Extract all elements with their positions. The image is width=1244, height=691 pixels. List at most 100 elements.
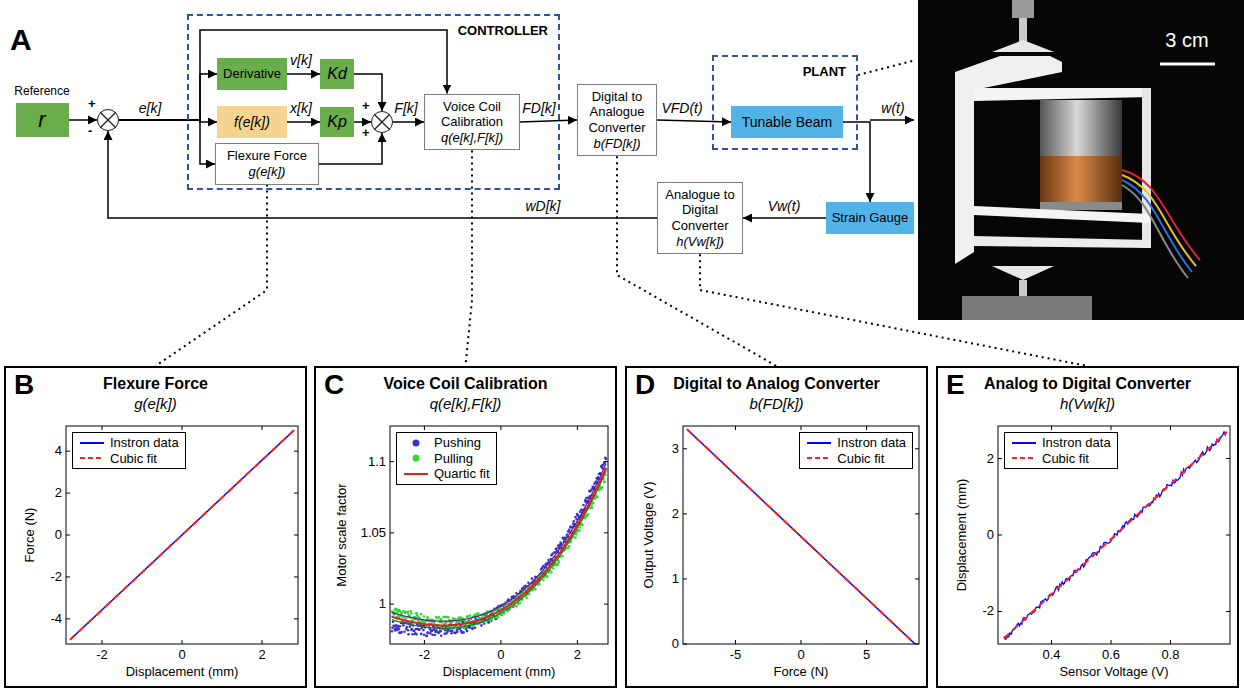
legend-label: Instron data bbox=[1042, 435, 1111, 451]
signal-label: w(t) bbox=[881, 100, 904, 117]
legend-label: Pulling bbox=[434, 451, 473, 467]
plant-block: Tunable Beam bbox=[731, 106, 843, 138]
gain-block: Kp bbox=[320, 107, 354, 137]
panel-formula: q(e[k],F[k]) bbox=[316, 395, 615, 413]
tick-label: -4 bbox=[50, 611, 62, 627]
chart-panel: DDigital to Analog Converterb(FD[k])3210… bbox=[625, 366, 928, 688]
signal-arrow bbox=[657, 120, 731, 122]
legend-row: Instron data bbox=[79, 435, 179, 451]
fit-line bbox=[70, 430, 294, 640]
tick-label: 2 bbox=[987, 451, 994, 467]
derivative-block: Derivative bbox=[217, 58, 287, 90]
leader-line bbox=[466, 150, 473, 366]
scale-bar-label: 3 cm bbox=[1165, 28, 1208, 52]
input-label: Reference bbox=[14, 84, 69, 98]
legend-sample bbox=[403, 438, 429, 448]
axis-title: Displacement (mm) bbox=[443, 664, 556, 680]
tick-label: -5 bbox=[730, 647, 742, 663]
legend-sample bbox=[79, 438, 105, 448]
legend-box: Instron dataCubic fit bbox=[1004, 432, 1118, 469]
tick-label: 1 bbox=[379, 596, 386, 612]
block-label: f(e[k]) bbox=[221, 114, 283, 131]
summing-junction: ++ bbox=[371, 111, 393, 133]
tick-label: 5 bbox=[863, 647, 870, 663]
legend-sample bbox=[403, 453, 429, 463]
process-box: Flexure Forceg(e[k]) bbox=[215, 143, 319, 184]
chart-plot bbox=[938, 368, 1237, 686]
legend-box: PushingPullingQuartic fit bbox=[396, 432, 497, 485]
legend-row: Quartic fit bbox=[403, 466, 490, 482]
tick-marks bbox=[390, 426, 608, 644]
tick-label: 0 bbox=[178, 647, 185, 663]
gain-block: Kd bbox=[320, 59, 354, 89]
block-label: Tunable Beam bbox=[735, 114, 839, 131]
block-formula: b(FD[k]) bbox=[582, 136, 652, 152]
tick-label: -2 bbox=[419, 647, 431, 663]
signal-label: v[k] bbox=[290, 52, 312, 69]
signal-arrow bbox=[119, 120, 215, 164]
block-label: Analogue to Digital Converter bbox=[662, 187, 738, 234]
process-box: Voice Coil Calibrationq(e[k],F[k]) bbox=[424, 94, 520, 151]
block-formula: h(Vw[k]) bbox=[662, 234, 738, 250]
signal-label: FD[k] bbox=[522, 100, 555, 117]
plot-frame bbox=[390, 426, 608, 644]
legend-label: Cubic fit bbox=[110, 451, 157, 467]
panel-letter: D bbox=[635, 368, 655, 402]
legend-row: Cubic fit bbox=[806, 451, 906, 467]
panel-title: Digital to Analog Converter bbox=[627, 374, 926, 393]
tick-label: 0 bbox=[497, 647, 504, 663]
device-photo bbox=[918, 0, 1244, 320]
panel-formula: g(e[k]) bbox=[6, 395, 305, 413]
tick-label: 0.6 bbox=[1102, 647, 1120, 663]
panel-letter: B bbox=[14, 368, 34, 402]
tick-label: 2 bbox=[672, 506, 679, 522]
signal-label: VFD(t) bbox=[661, 100, 702, 117]
leader-line bbox=[156, 185, 268, 366]
legend-row: Pulling bbox=[403, 451, 490, 467]
signal-arrow bbox=[69, 119, 98, 121]
tick-label: 0.4 bbox=[1042, 647, 1060, 663]
legend-row: Instron data bbox=[1011, 435, 1111, 451]
legend-box: Instron dataCubic fit bbox=[799, 432, 913, 469]
legend-label: Instron data bbox=[110, 435, 179, 451]
tick-marks bbox=[998, 426, 1230, 644]
tick-label: 0 bbox=[55, 527, 62, 543]
region-label: CONTROLLER bbox=[458, 23, 548, 39]
controller-region: CONTROLLER Derivative Kd f(e[k]) Kp ++ Flexure… bbox=[187, 14, 560, 190]
axis-title: Displacement (mm) bbox=[126, 664, 239, 680]
leader-line bbox=[700, 254, 1088, 366]
chart-plot bbox=[6, 368, 305, 686]
sign-label: + bbox=[362, 126, 370, 140]
sign-label: + bbox=[88, 97, 96, 111]
block-label: Flexure Force bbox=[220, 148, 314, 164]
legend-sample bbox=[1011, 438, 1037, 448]
panel-title: Flexure Force bbox=[6, 374, 305, 393]
converter-box: Digital to Analogue Converterb(FD[k]) bbox=[577, 84, 657, 156]
signal-label: F[k] bbox=[394, 100, 417, 117]
legend-sample bbox=[79, 453, 105, 463]
tick-label: 4 bbox=[55, 443, 62, 459]
signal-label: x[k] bbox=[290, 100, 312, 117]
converter-box: Analogue to Digital Converterh(Vw[k]) bbox=[657, 182, 743, 254]
legend-label: Quartic fit bbox=[434, 466, 490, 482]
axis-title: Sensor Voltage (V) bbox=[1059, 664, 1168, 680]
block-label: Kd bbox=[324, 64, 350, 83]
block-label: Derivative bbox=[221, 66, 283, 82]
axis-title: Output Voltage (V) bbox=[641, 482, 657, 589]
function-block: f(e[k]) bbox=[217, 106, 287, 138]
signal-arrow bbox=[743, 217, 826, 219]
summing-cross bbox=[97, 109, 119, 131]
panel-title: Analog to Digital Converter bbox=[938, 374, 1237, 393]
signal-label: wD[k] bbox=[526, 198, 561, 215]
legend-row: Pushing bbox=[403, 435, 490, 451]
data-line bbox=[70, 430, 294, 640]
fit-line bbox=[1004, 432, 1227, 639]
block-label: Strain Gauge bbox=[830, 210, 910, 226]
tick-label: -2 bbox=[96, 647, 108, 663]
axis-title: Force (N) bbox=[774, 664, 829, 680]
plot-frame bbox=[66, 426, 298, 644]
block-label: Digital to Analogue Converter bbox=[582, 89, 652, 136]
tick-label: 0 bbox=[797, 647, 804, 663]
photo-leader bbox=[858, 60, 916, 75]
